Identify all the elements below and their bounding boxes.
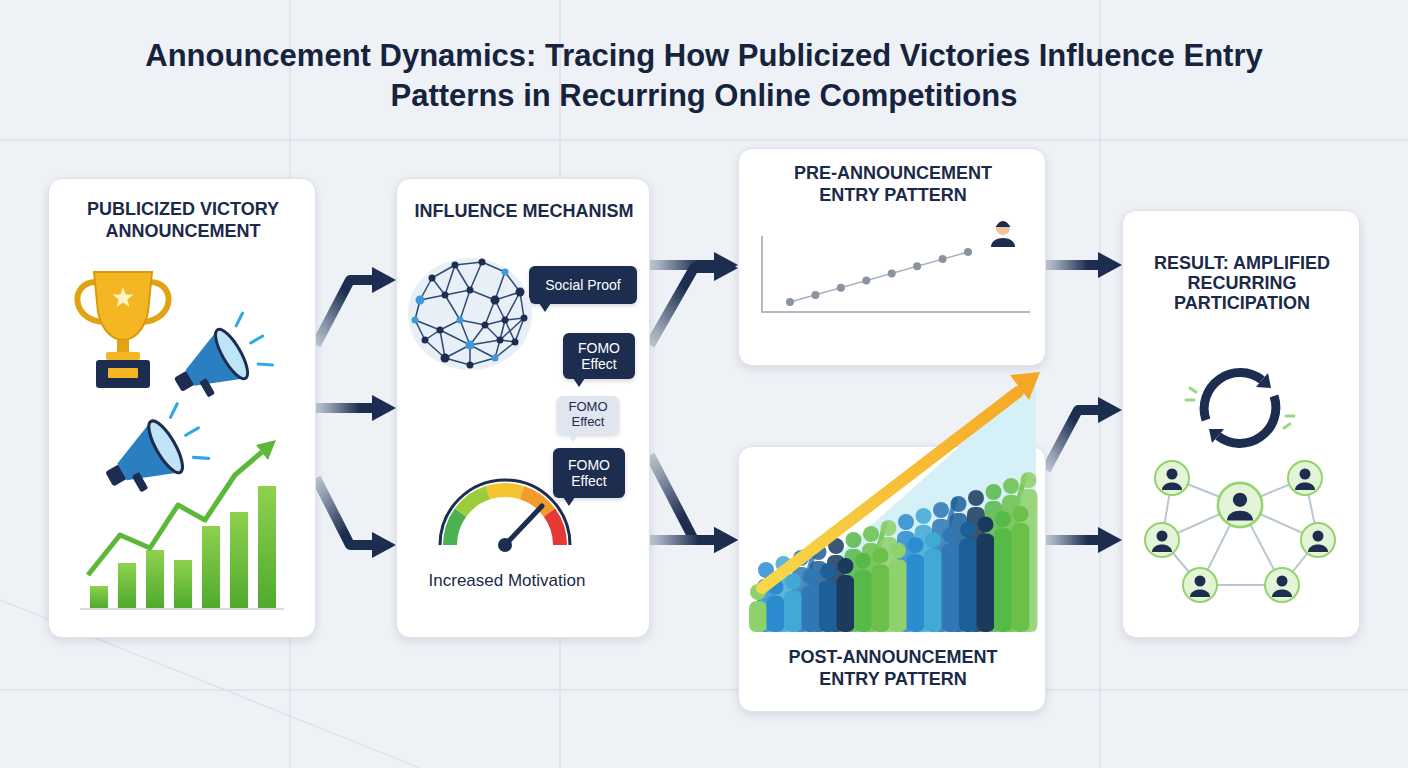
- bubble-label: Social Proof: [545, 277, 620, 293]
- source-panel: PUBLICIZED VICTORY ANNOUNCEMENT: [48, 178, 316, 638]
- panel-heading: POST-ANNOUNCEMENT ENTRY PATTERN: [763, 647, 1023, 690]
- grid-line: [1099, 0, 1101, 768]
- panel-heading: INFLUENCE MECHANISM: [409, 201, 639, 223]
- growth-arrow: [1010, 372, 1040, 400]
- flow-arrow: [1046, 260, 1100, 270]
- flow-arrow: [316, 478, 374, 545]
- flow-arrow: [316, 403, 374, 413]
- mechanism-panel: INFLUENCE MECHANISM Increased Motivation S…: [396, 178, 650, 638]
- speech-bubble: Social Proof: [529, 266, 637, 304]
- speech-bubble: FOMO Effect: [557, 396, 619, 434]
- bubble-label: FOMO Effect: [557, 400, 619, 430]
- gauge-caption: Increased Motivation: [425, 571, 589, 591]
- panel-heading: PRE-ANNOUNCEMENT ENTRY PATTERN: [773, 163, 1013, 206]
- flow-arrow: [1046, 535, 1100, 545]
- flow-arrow: [1046, 410, 1100, 470]
- pre-pattern-panel: PRE-ANNOUNCEMENT ENTRY PATTERN: [738, 148, 1046, 366]
- flow-arrow: [650, 268, 716, 345]
- speech-bubble: FOMO Effect: [553, 448, 625, 498]
- diagram-title: Announcement Dynamics: Tracing How Publi…: [104, 36, 1304, 117]
- speech-bubble: FOMO Effect: [563, 333, 635, 379]
- bubble-label: FOMO Effect: [563, 340, 635, 372]
- post-pattern-panel: POST-ANNOUNCEMENT ENTRY PATTERN: [738, 446, 1046, 712]
- panel-heading: PUBLICIZED VICTORY ANNOUNCEMENT: [61, 199, 305, 242]
- flow-arrow: [650, 535, 716, 545]
- flow-arrow: [650, 455, 716, 540]
- result-panel: RESULT: AMPLIFIED RECURRING PARTICIPATIO…: [1122, 210, 1360, 638]
- panel-heading: RESULT: AMPLIFIED RECURRING PARTICIPATIO…: [1147, 253, 1337, 313]
- flow-arrow: [316, 280, 374, 345]
- grid-line: [0, 139, 1408, 141]
- grid-line: [0, 689, 1408, 691]
- bubble-label: FOMO Effect: [553, 457, 625, 489]
